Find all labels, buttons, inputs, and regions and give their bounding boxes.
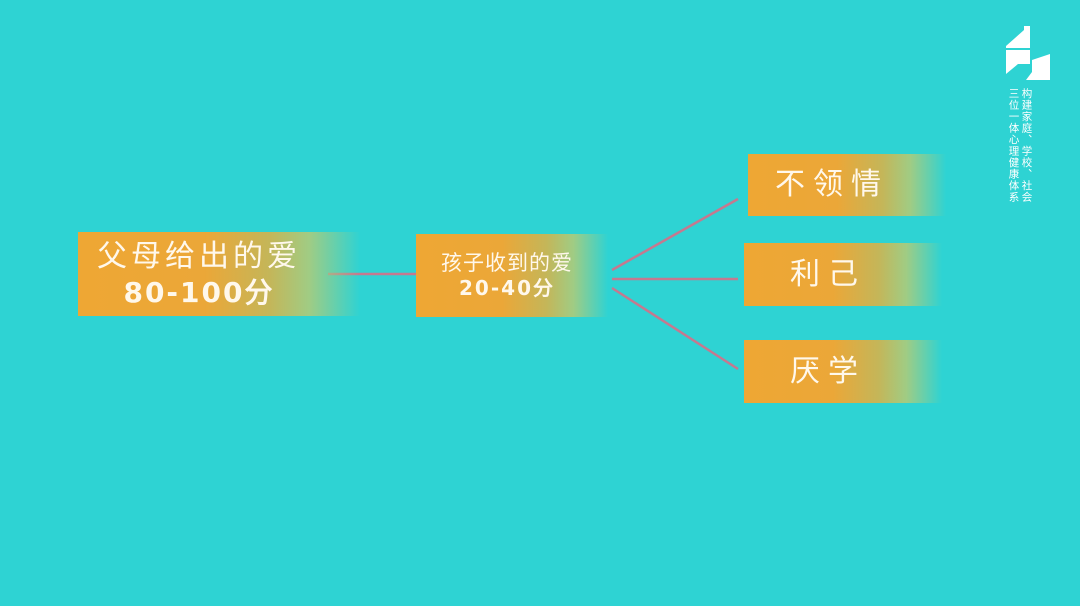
node-parents-love-score: 80-100分 (123, 276, 275, 310)
tagline-line2: 三位一体心理健康体系 (1007, 88, 1020, 203)
node-child-received-love-title: 孩子收到的爱 (441, 250, 573, 275)
node-selfish: 利己 (744, 243, 942, 306)
node-child-received-love: 孩子收到的爱 20-40分 (416, 234, 608, 317)
tagline-line1: 构建家庭、学校、社会 (1020, 88, 1033, 203)
node-ungrateful-label: 不领情 (775, 167, 889, 203)
node-ungrateful: 不领情 (748, 154, 946, 216)
connector-to-leaf-3 (611, 286, 739, 371)
node-school-averse-label: 厌学 (790, 353, 866, 389)
node-selfish-label: 利己 (790, 256, 866, 292)
node-school-averse: 厌学 (744, 340, 942, 403)
connector-to-leaf-1 (611, 197, 739, 272)
node-parents-love: 父母给出的爱 80-100分 (78, 232, 360, 316)
stacked-blocks-logo-icon (1006, 26, 1050, 80)
node-child-received-love-score: 20-40分 (459, 276, 555, 301)
node-parents-love-title: 父母给出的爱 (97, 238, 301, 274)
